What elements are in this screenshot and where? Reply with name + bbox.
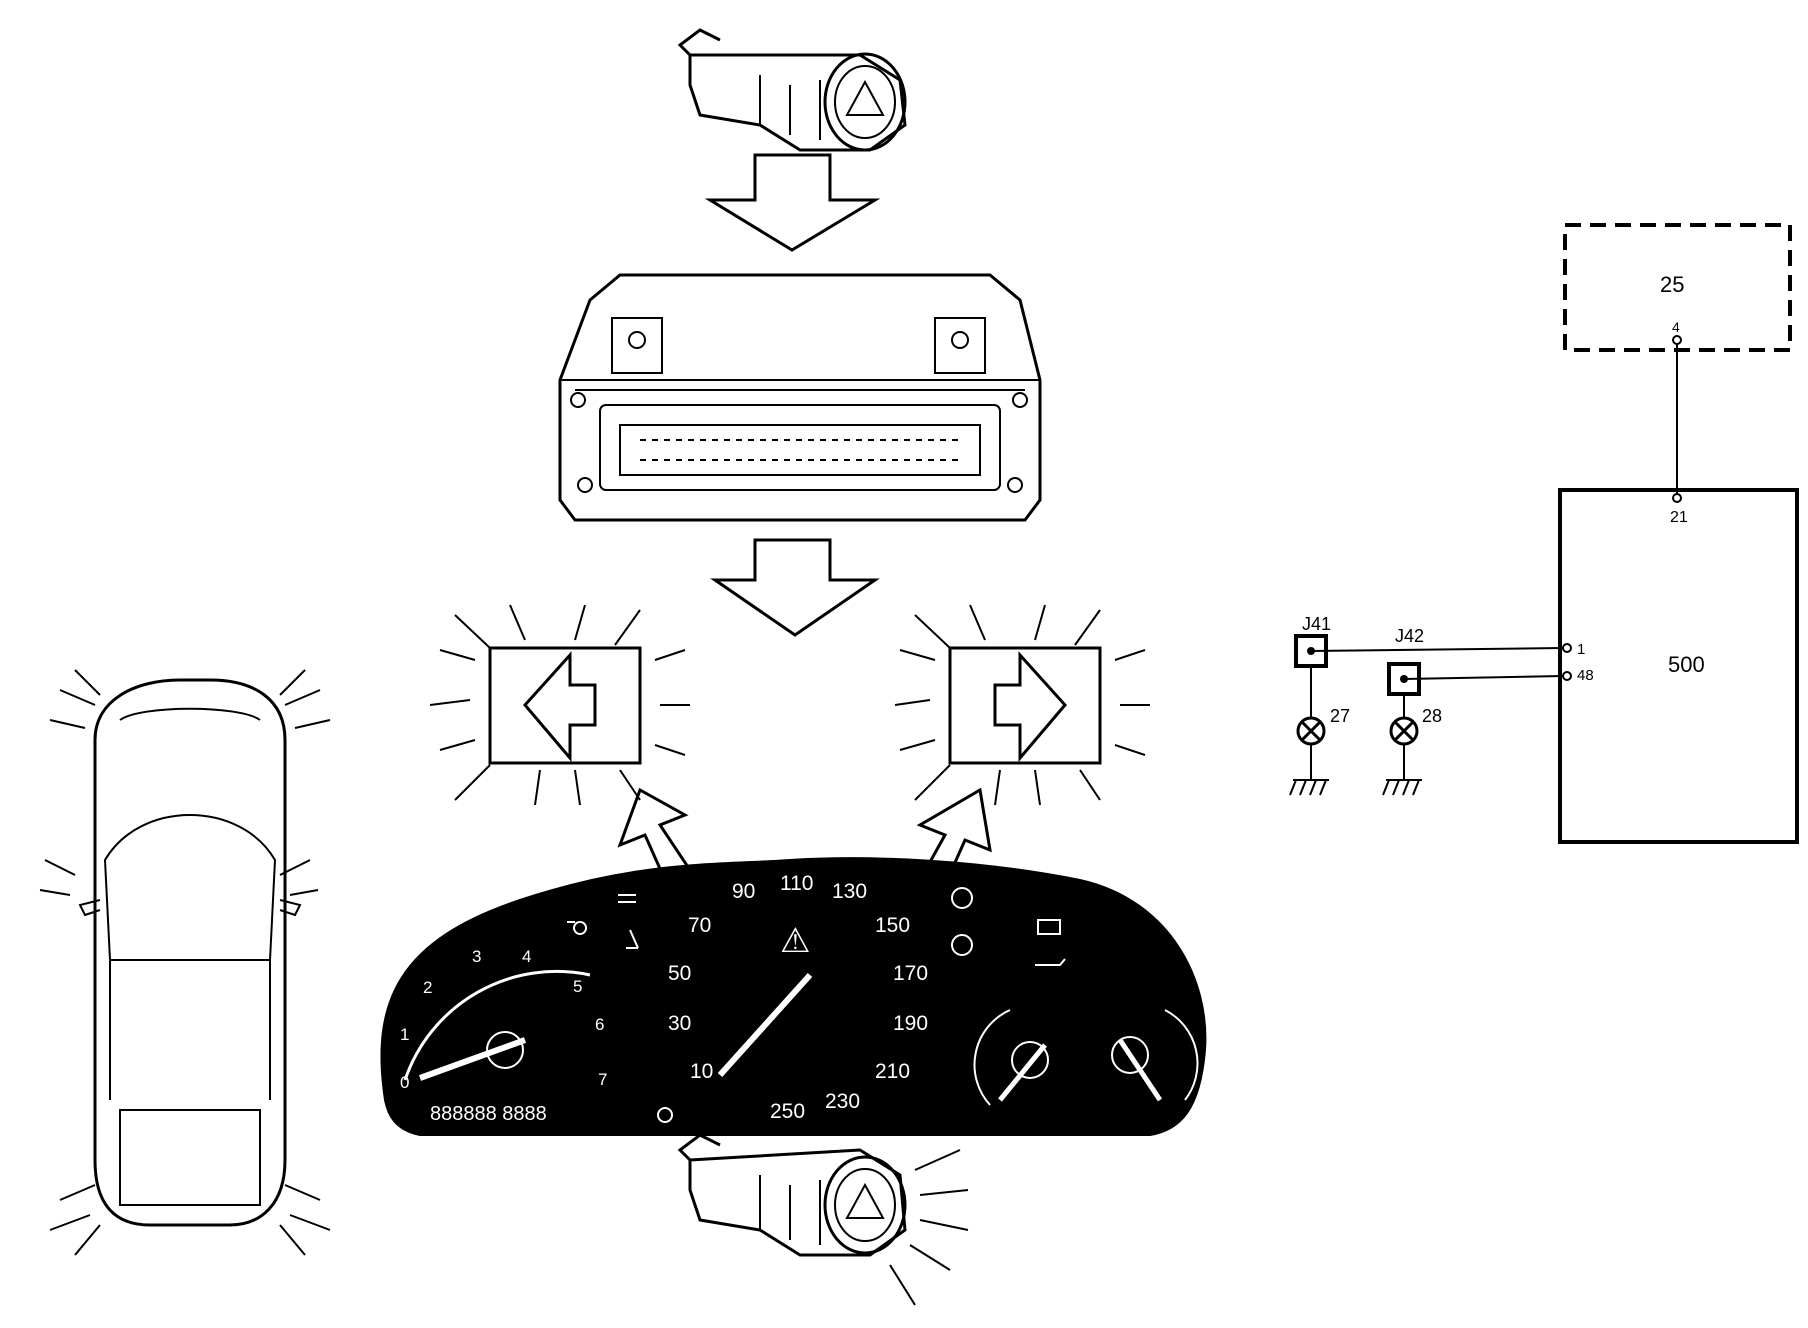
instrument-cluster: 0 1 2 3 4 5 6 7 888888 8888 10 30 50 70 … (380, 857, 1207, 1136)
unit-500-pin-21: 21 (1670, 509, 1688, 526)
hazard-triangle-icon (845, 79, 885, 116)
speed-tick-190: 190 (893, 1012, 928, 1035)
speed-tick-130: 130 (832, 880, 867, 903)
tach-tick-2: 2 (423, 978, 432, 997)
speed-tick-110: 110 (780, 872, 813, 895)
tachometer: 0 1 2 3 4 5 6 7 (400, 947, 607, 1092)
battery-warning-icon (1037, 919, 1061, 935)
brake-warning-icon (951, 887, 973, 909)
speed-tick-230: 230 (825, 1090, 860, 1113)
seatbelt-icon (626, 929, 639, 949)
tach-tick-6: 6 (595, 1015, 604, 1034)
temperature-gauge (973, 1009, 1049, 1106)
unit-500-pin-48: 48 (1577, 667, 1594, 684)
flasher-control-module (558, 273, 1042, 522)
arrow-down-module-to-indicators (710, 538, 880, 637)
speed-tick-90: 90 (732, 880, 755, 903)
headlamp-icon (618, 894, 636, 903)
speed-tick-30: 30 (668, 1012, 691, 1035)
tach-tick-3: 3 (472, 947, 481, 966)
speed-tick-10: 10 (690, 1060, 713, 1083)
ground-symbol-27 (1289, 779, 1329, 796)
speed-tick-250: 250 (770, 1100, 805, 1123)
car-corner-flashes (39, 669, 331, 1256)
fog-lamp-icon (567, 921, 588, 935)
car-top-view (39, 669, 331, 1256)
speedometer-needle (717, 972, 813, 1078)
switch-glow-rays (889, 1149, 969, 1306)
junction-j42-label: J42 (1395, 626, 1424, 646)
tachometer-needle (418, 1037, 527, 1081)
unit-25-label: 25 (1660, 272, 1684, 297)
hazard-switch-bottom (677, 1133, 969, 1306)
speed-tick-210: 210 (875, 1060, 910, 1083)
cluster-telltales (567, 887, 1066, 1123)
tach-tick-0: 0 (400, 1073, 409, 1092)
hazard-warning-symbol: ⚠ (780, 922, 810, 960)
lamp-27 (1296, 716, 1326, 746)
unit-25-pin-4: 4 (1672, 319, 1680, 335)
lamp-28-label: 28 (1422, 706, 1442, 726)
left-lamp-rays (429, 604, 690, 806)
odometer-display: 888888 8888 (430, 1103, 547, 1125)
left-indicator-lamp (429, 604, 690, 806)
unit-500-label: 500 (1668, 652, 1705, 677)
junction-j41-label: J41 (1302, 614, 1331, 634)
tach-tick-4: 4 (522, 947, 531, 966)
unit-500-box (1558, 488, 1799, 844)
speed-tick-50: 50 (668, 962, 691, 985)
right-indicator-lamp (894, 604, 1150, 806)
temperature-needle (998, 1043, 1047, 1102)
speed-tick-170: 170 (893, 962, 928, 985)
hazard-triangle-icon-bottom (845, 1182, 885, 1219)
speedometer: 10 30 50 70 90 110 130 150 170 190 210 2… (668, 872, 928, 1123)
lamp-27-label: 27 (1330, 706, 1350, 726)
fuel-needle (1117, 1038, 1163, 1102)
unit-500-pin-1: 1 (1577, 641, 1585, 658)
oil-pressure-icon (1035, 958, 1066, 966)
tach-tick-7: 7 (598, 1070, 607, 1089)
tach-tick-1: 1 (400, 1025, 409, 1044)
fuel-gauge (1111, 1009, 1199, 1102)
left-arrow-icon (523, 651, 597, 763)
wiring-schematic: 25 4 21 500 1 48 J41 27 J42 (1289, 223, 1799, 844)
right-lamp-rays (894, 604, 1150, 806)
tach-tick-5: 5 (573, 977, 582, 996)
speed-tick-150: 150 (875, 914, 910, 937)
parking-brake-icon (951, 934, 973, 956)
lamp-28 (1389, 716, 1419, 746)
ground-symbol-28 (1382, 779, 1422, 796)
arrow-up-cluster-to-left-lamp (617, 787, 693, 882)
right-arrow-icon (993, 651, 1067, 763)
hazard-switch-top (677, 28, 907, 152)
shift-indicator-icon (657, 1107, 673, 1123)
speed-tick-70: 70 (688, 914, 711, 937)
arrow-down-switch-to-module (704, 153, 881, 252)
